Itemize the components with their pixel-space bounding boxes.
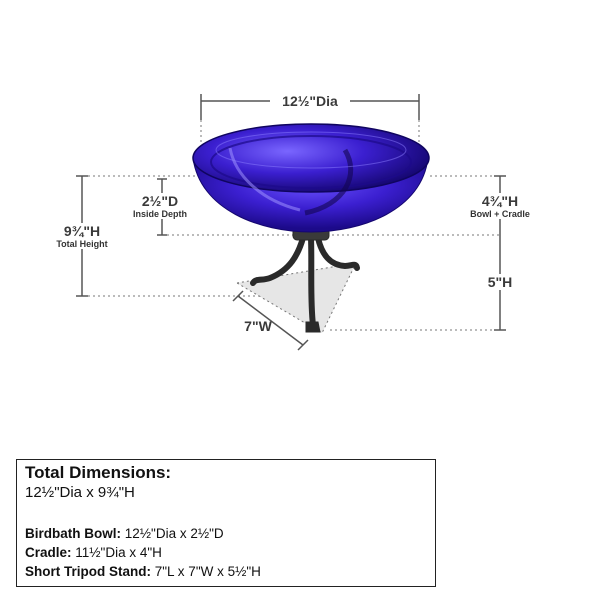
panel-summary: 12½"Dia x 9¾"H <box>25 484 135 501</box>
inside-depth-label: 2½"D <box>130 193 190 209</box>
stand-height-label: 5"H <box>480 274 520 290</box>
cradle-spec-row: Cradle: 11½"Dia x 4"H <box>25 545 162 560</box>
bowl-cradle-height-label: 4¾"H <box>470 193 530 209</box>
cradle-spec-value: 11½"Dia x 4"H <box>71 545 162 560</box>
cradle-spec-label: Cradle: <box>25 545 72 560</box>
bowl-spec-row: Birdbath Bowl: 12½"Dia x 2½"D <box>25 526 224 541</box>
bowl-spec-value: 12½"Dia x 2½"D <box>121 526 224 541</box>
bowl-cradle-caption: Bowl + Cradle <box>460 209 540 219</box>
stand-width-dimension-line <box>232 290 309 351</box>
stand-spec-label: Short Tripod Stand: <box>25 564 151 579</box>
stand-spec-row: Short Tripod Stand: 7"L x 7"W x 5½"H <box>25 564 261 579</box>
total-height-label: 9¾"H <box>52 223 112 239</box>
panel-title: Total Dimensions: <box>25 463 172 482</box>
inside-depth-caption: Inside Depth <box>125 209 195 219</box>
stand-width-label: 7"W <box>244 318 272 334</box>
diameter-label: 12½"Dia <box>270 93 350 109</box>
tripod-stand <box>250 227 360 333</box>
glass-bowl <box>192 123 430 233</box>
bowl-spec-label: Birdbath Bowl: <box>25 526 121 541</box>
dimensions-panel: Total Dimensions: 12½"Dia x 9¾"H Birdbat… <box>16 459 436 587</box>
total-height-caption: Total Height <box>47 239 117 249</box>
stand-spec-value: 7"L x 7"W x 5½"H <box>151 564 261 579</box>
